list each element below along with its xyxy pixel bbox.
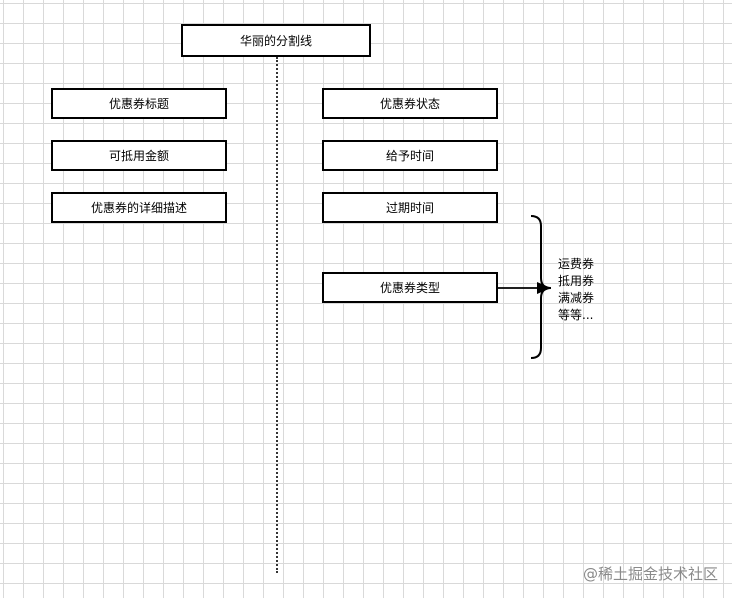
coupon-type-list: 运费券 抵用券 满减券 等等... (558, 256, 594, 324)
coupon-type-item: 满减券 (558, 291, 595, 305)
right-box-grant-time: 给予时间 (322, 140, 498, 171)
arrow-head-icon (537, 282, 551, 294)
left-box-deductible-amount: 可抵用金额 (51, 140, 227, 171)
coupon-type-item: 抵用券 (558, 274, 595, 288)
left-box-label: 优惠券标题 (108, 96, 169, 111)
left-box-label: 可抵用金额 (108, 148, 169, 163)
right-box-coupon-status: 优惠券状态 (322, 88, 498, 119)
curly-brace-icon (530, 215, 552, 359)
right-box-coupon-type: 优惠券类型 (322, 272, 498, 303)
left-box-detailed-description: 优惠券的详细描述 (51, 192, 227, 223)
right-box-label: 优惠券类型 (379, 280, 440, 295)
right-box-label: 过期时间 (385, 200, 434, 215)
title-label: 华丽的分割线 (239, 33, 312, 48)
watermark: @稀土掘金技术社区 (582, 565, 718, 583)
right-box-expiry-time: 过期时间 (322, 192, 498, 223)
left-box-coupon-title: 优惠券标题 (51, 88, 227, 119)
title-box: 华丽的分割线 (181, 24, 371, 57)
coupon-type-item: 运费券 (558, 257, 595, 271)
dotted-divider-line (276, 57, 278, 573)
right-box-label: 给予时间 (385, 148, 434, 163)
right-box-label: 优惠券状态 (379, 96, 440, 111)
left-box-label: 优惠券的详细描述 (90, 200, 187, 215)
coupon-type-item: 等等... (558, 308, 594, 322)
